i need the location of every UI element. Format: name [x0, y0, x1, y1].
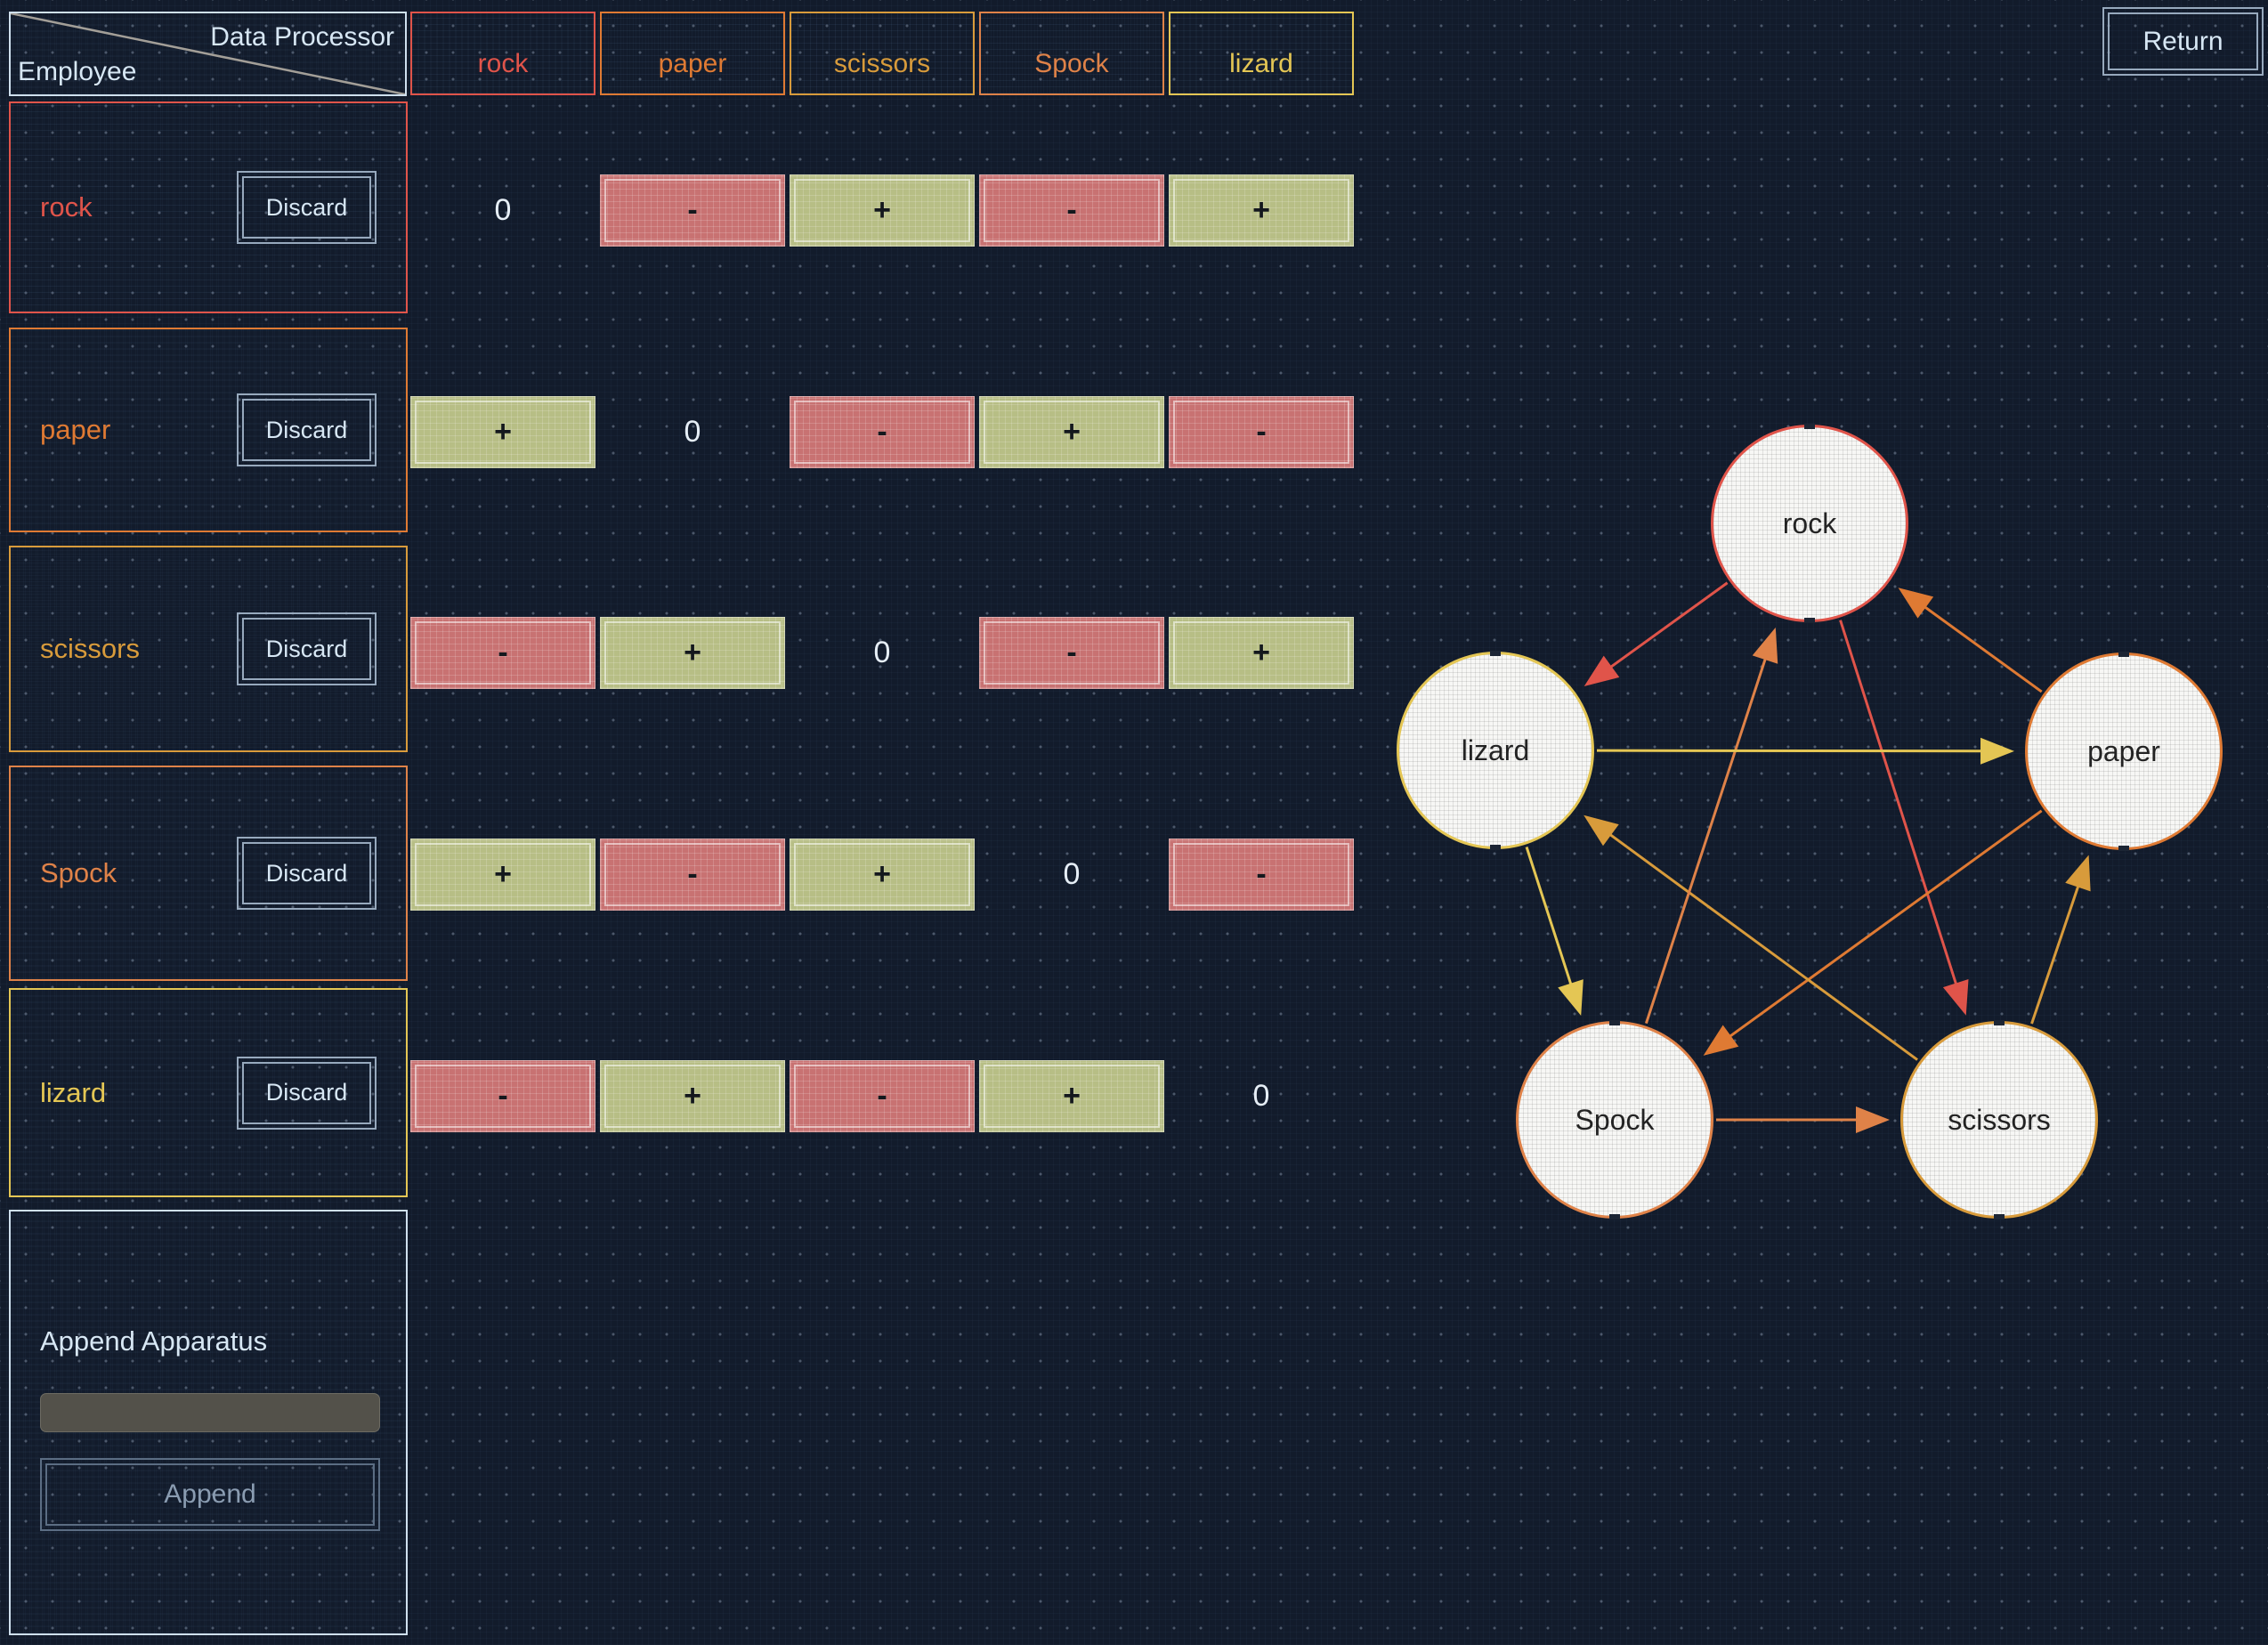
graph-node-scissors[interactable]: scissors — [1900, 1021, 2098, 1219]
matrix-cell-Spock-vs-scissors[interactable]: + — [790, 838, 975, 911]
edge-lizard-to-Spock — [1525, 847, 1575, 993]
return-button[interactable]: Return — [2102, 7, 2264, 76]
edge-scissors-to-paper — [2030, 878, 2083, 1025]
matrix-zero-paper: 0 — [684, 414, 701, 449]
table-corner-cell: Data Processor Employee — [9, 12, 407, 96]
matrix-cell-lizard-vs-paper[interactable]: + — [600, 1059, 785, 1132]
row-paper: paper Discard — [9, 328, 408, 532]
matrix-cell-scissors-vs-paper[interactable]: + — [600, 616, 785, 689]
matrix-cell-rock-vs-lizard[interactable]: + — [1169, 174, 1354, 247]
matrix-cell-lizard-vs-rock[interactable]: - — [410, 1059, 595, 1132]
edge-Spock-to-rock — [1644, 651, 1770, 1025]
row-label-lizard: lizard — [40, 1076, 107, 1108]
matrix-zero-Spock: 0 — [1063, 856, 1081, 891]
append-panel: Append Apparatus Append — [9, 1210, 408, 1635]
arrowhead-Spock-to-rock — [1752, 627, 1778, 664]
row-label-scissors: scissors — [40, 633, 140, 664]
matrix-cell-paper-vs-rock[interactable]: + — [410, 395, 595, 468]
matrix-cell-lizard-vs-scissors[interactable]: - — [790, 1059, 975, 1132]
matrix-cell-Spock-vs-paper[interactable]: - — [600, 838, 785, 911]
matrix-zero-rock: 0 — [494, 192, 512, 227]
row-Spock: Spock Discard — [9, 766, 408, 981]
matrix-cell-scissors-vs-Spock[interactable]: - — [979, 616, 1164, 689]
row-scissors: scissors Discard — [9, 546, 408, 752]
arrowhead-rock-to-scissors — [1942, 979, 1969, 1016]
matrix-zero-lizard: 0 — [1252, 1078, 1270, 1113]
graph-node-paper[interactable]: paper — [2025, 652, 2223, 850]
arrowhead-paper-to-Spock — [1703, 1025, 1739, 1056]
column-header-scissors: scissors — [790, 12, 975, 95]
row-label-paper: paper — [40, 414, 111, 445]
corner-label-rows: Employee — [18, 57, 137, 86]
graph-node-Spock[interactable]: Spock — [1516, 1021, 1713, 1219]
row-lizard: lizard Discard — [9, 988, 408, 1197]
arrowhead-paper-to-rock — [1898, 588, 1934, 619]
discard-button-lizard[interactable]: Discard — [237, 1056, 377, 1130]
matrix-cell-paper-vs-lizard[interactable]: - — [1169, 395, 1354, 468]
matrix-zero-scissors: 0 — [873, 635, 891, 669]
arrowhead-rock-to-lizard — [1584, 655, 1620, 686]
matrix-cell-paper-vs-scissors[interactable]: - — [790, 395, 975, 468]
diagonal-divider — [11, 13, 405, 94]
corner-label-columns: Data Processor — [210, 22, 394, 52]
matrix-cell-scissors-vs-rock[interactable]: - — [410, 616, 595, 689]
edge-rock-to-scissors — [1839, 620, 1960, 993]
matrix-cell-rock-vs-paper[interactable]: - — [600, 174, 785, 247]
append-button[interactable]: Append — [40, 1458, 380, 1531]
column-header-rock: rock — [410, 12, 595, 95]
edge-paper-to-rock — [1917, 601, 2043, 693]
append-title: Append Apparatus — [40, 1325, 268, 1357]
row-label-Spock: Spock — [40, 857, 117, 888]
arrowhead-lizard-to-paper — [1980, 737, 2015, 765]
arrowhead-scissors-to-lizard — [1584, 814, 1619, 847]
graph-node-lizard[interactable]: lizard — [1397, 652, 1594, 849]
arrowhead-Spock-to-scissors — [1856, 1106, 1890, 1133]
column-header-Spock: Spock — [979, 12, 1164, 95]
edge-rock-to-lizard — [1603, 581, 1729, 673]
edge-paper-to-Spock — [1722, 809, 2043, 1042]
discard-button-rock[interactable]: Discard — [237, 171, 377, 244]
graph-node-rock[interactable]: rock — [1711, 425, 1908, 622]
row-label-rock: rock — [40, 191, 93, 223]
column-header-paper: paper — [600, 12, 785, 95]
arrowhead-lizard-to-Spock — [1558, 979, 1584, 1016]
matrix-cell-Spock-vs-rock[interactable]: + — [410, 838, 595, 911]
matrix-cell-lizard-vs-Spock[interactable]: + — [979, 1059, 1164, 1132]
column-header-lizard: lizard — [1169, 12, 1354, 95]
matrix-cell-scissors-vs-lizard[interactable]: + — [1169, 616, 1354, 689]
discard-button-scissors[interactable]: Discard — [237, 612, 377, 685]
edge-lizard-to-paper — [1596, 749, 1990, 753]
arrowhead-scissors-to-paper — [2065, 855, 2091, 892]
matrix-cell-paper-vs-Spock[interactable]: + — [979, 395, 1164, 468]
matrix-cell-rock-vs-scissors[interactable]: + — [790, 174, 975, 247]
edge-scissors-to-lizard — [1602, 829, 1918, 1061]
discard-button-paper[interactable]: Discard — [237, 393, 377, 466]
row-rock: rock Discard — [9, 101, 408, 313]
matrix-cell-rock-vs-Spock[interactable]: - — [979, 174, 1164, 247]
append-input[interactable] — [40, 1393, 380, 1432]
matrix-cell-Spock-vs-lizard[interactable]: - — [1169, 838, 1354, 911]
discard-button-Spock[interactable]: Discard — [237, 837, 377, 910]
